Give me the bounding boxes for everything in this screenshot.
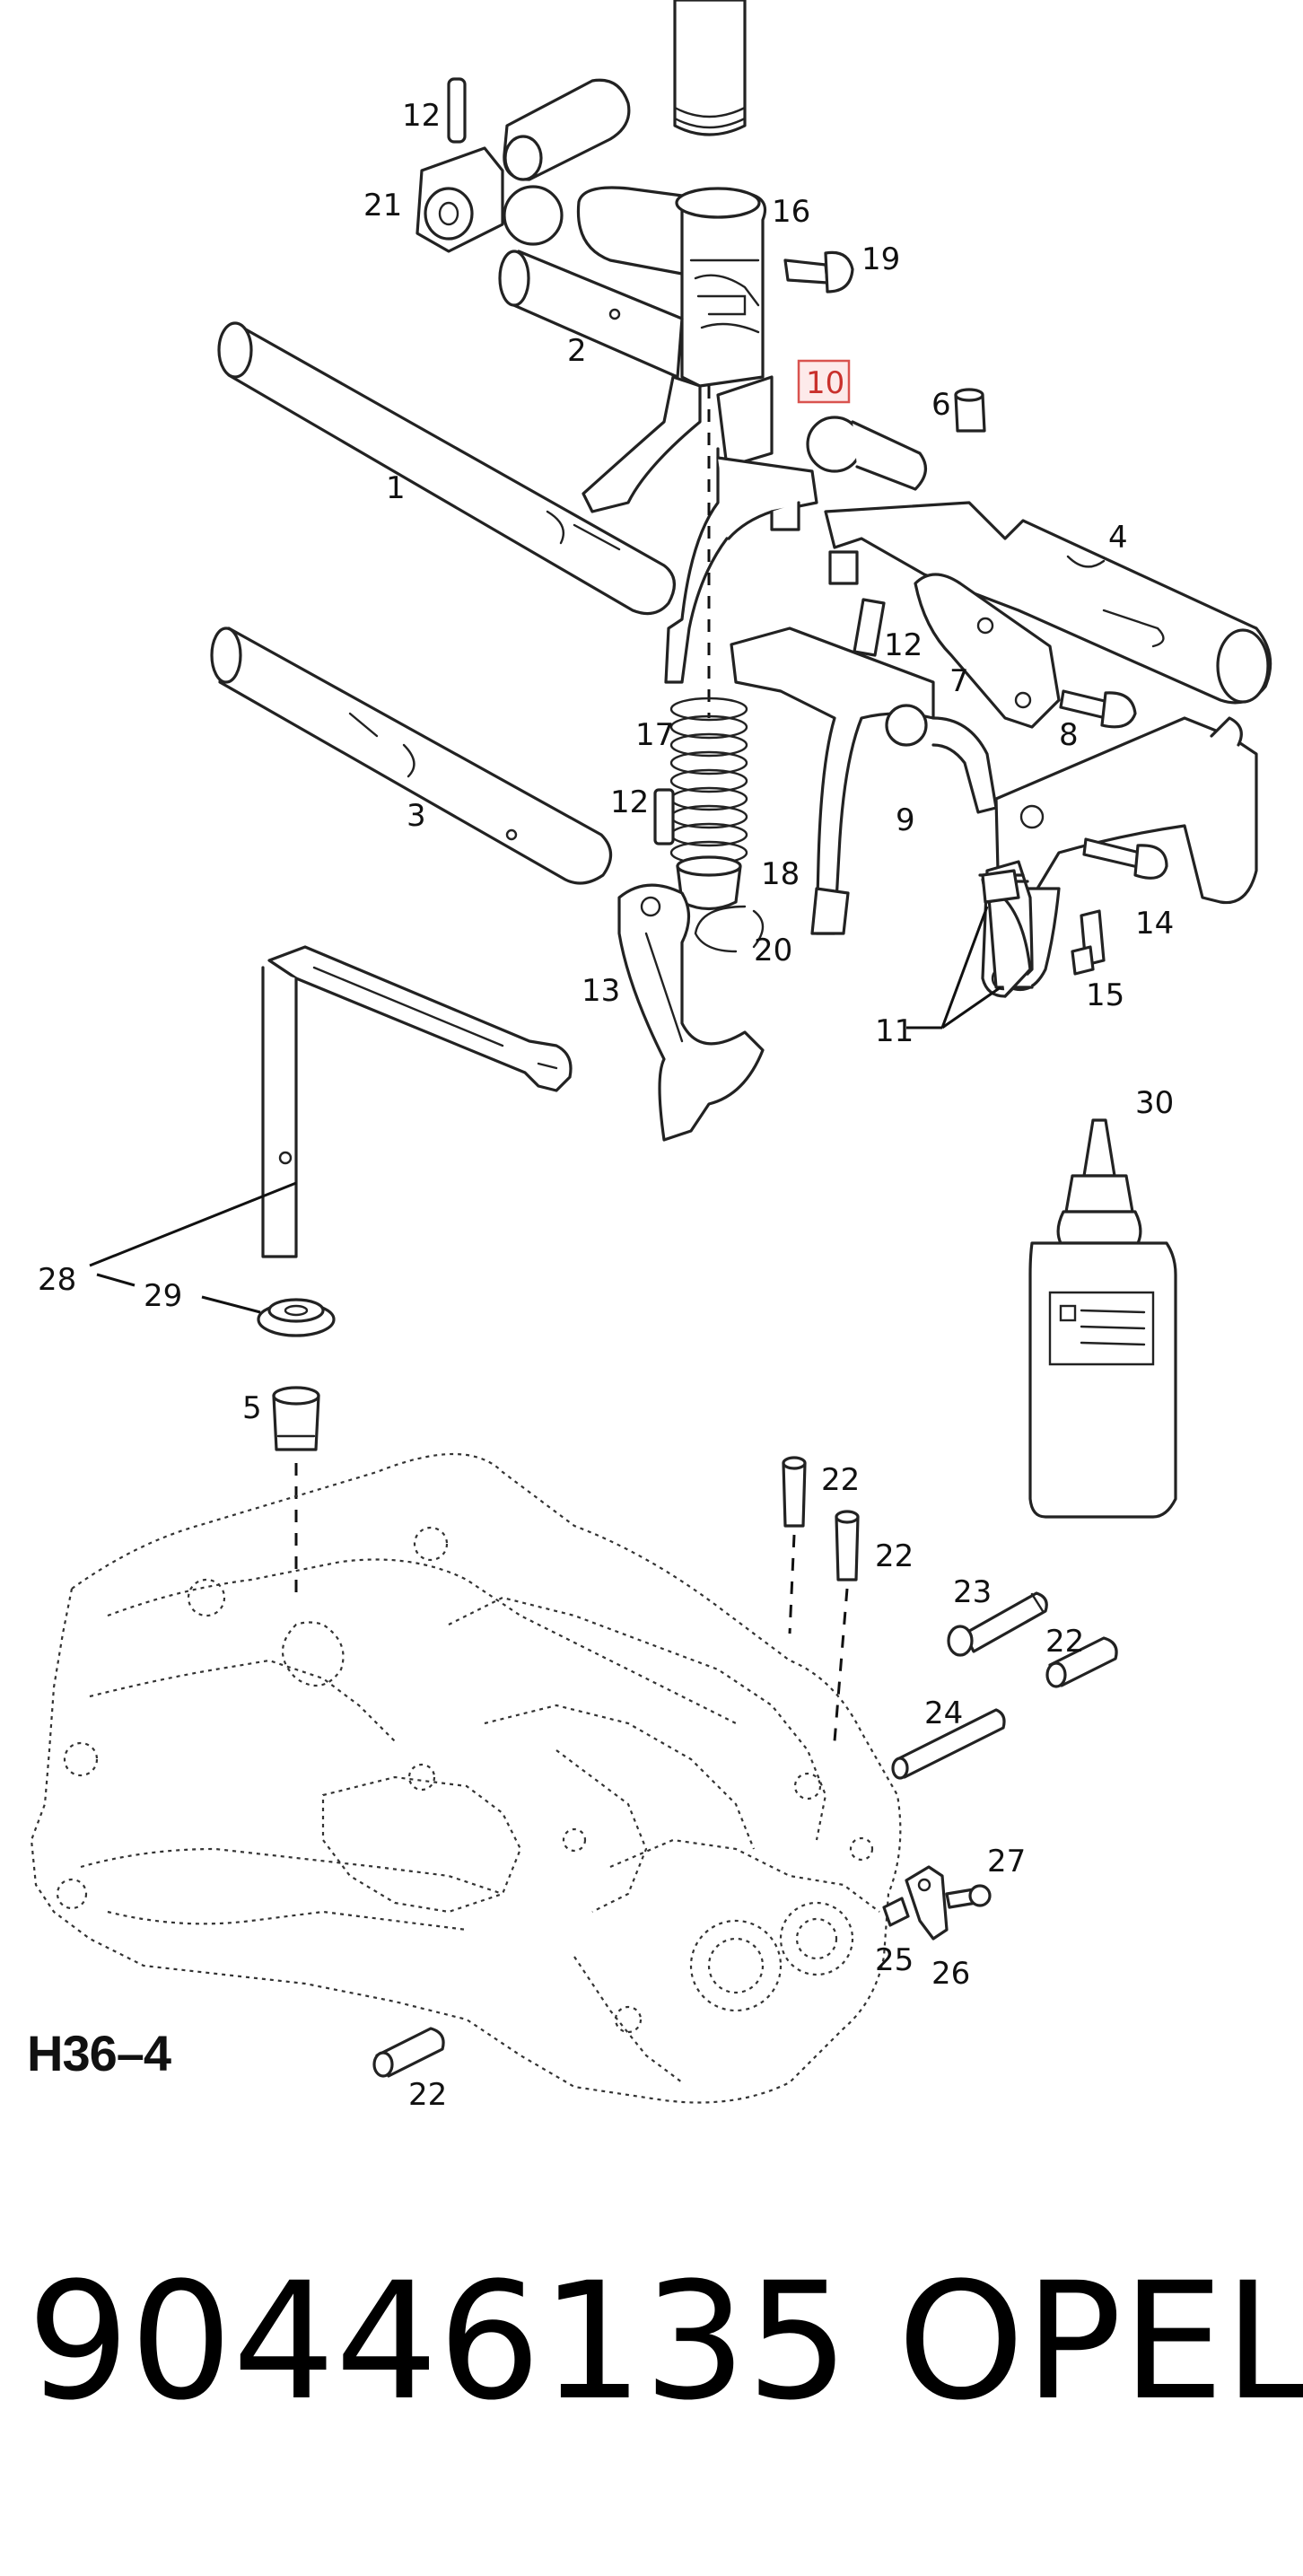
part-22-pin-c — [1045, 1636, 1118, 1688]
label-29: 29 — [144, 1278, 182, 1314]
part-21-selector-block — [415, 146, 564, 253]
part-22-pin-a — [782, 1456, 807, 1634]
part-2-rod — [498, 250, 684, 379]
label-30: 30 — [1135, 1085, 1174, 1121]
label-16: 16 — [772, 194, 810, 230]
part-24-long-pin — [891, 1708, 1006, 1780]
label-9: 9 — [896, 802, 915, 838]
label-21: 21 — [363, 188, 402, 223]
top-tube — [673, 0, 747, 136]
part-30-oil-bottle — [1028, 1118, 1177, 1519]
label-19: 19 — [861, 241, 900, 277]
leader-lines — [89, 906, 1001, 1314]
part-25-plug — [882, 1897, 910, 1927]
part-number: 90446135 — [27, 2248, 850, 2436]
label-10: 10 — [806, 365, 844, 401]
label-23: 23 — [953, 1574, 992, 1610]
label-12-top: 12 — [402, 98, 441, 134]
part-14-lever-assembly — [994, 716, 1258, 992]
label-5: 5 — [242, 1390, 262, 1426]
label-11: 11 — [875, 1013, 914, 1049]
label-22-a: 22 — [821, 1462, 860, 1498]
label-17: 17 — [635, 717, 674, 753]
part-10-shift-fork — [582, 375, 927, 718]
part-13-shift-fork — [617, 883, 765, 1142]
part-4-shift-rod-fork — [824, 501, 1272, 705]
label-18: 18 — [761, 856, 800, 892]
label-28: 28 — [38, 1262, 76, 1298]
part-labels: 1 2 3 4 5 6 7 8 9 11 12 12 12 13 14 15 1… — [38, 98, 1174, 2113]
transmission-housing — [30, 1453, 902, 2104]
label-3: 3 — [407, 798, 426, 834]
part-22-pin-d — [372, 2027, 445, 2078]
label-20: 20 — [754, 933, 792, 968]
part-19-bolt — [783, 250, 854, 294]
part-22-pin-b — [833, 1510, 860, 1742]
label-14: 14 — [1135, 906, 1174, 942]
part-5-cap — [272, 1386, 320, 1598]
part-12-pin-lower — [653, 788, 675, 846]
diagram-reference-code: H36–4 — [27, 2025, 171, 2081]
part-16-selector-finger — [576, 186, 767, 388]
part-12-pin-top — [447, 77, 467, 144]
label-6: 6 — [931, 387, 951, 423]
part-11-pin — [981, 869, 1020, 904]
part-6-sleeve — [954, 388, 986, 433]
label-27: 27 — [987, 1844, 1026, 1879]
label-24: 24 — [924, 1695, 963, 1731]
label-25: 25 — [875, 1942, 914, 1978]
label-26: 26 — [931, 1956, 970, 1992]
part-27-screw — [945, 1884, 992, 1909]
label-22-b: 22 — [875, 1538, 914, 1574]
part-7-bracket — [914, 573, 1061, 729]
part-28-detent-plate — [261, 945, 573, 1258]
label-15: 15 — [1086, 977, 1124, 1013]
label-2: 2 — [567, 333, 587, 369]
label-1: 1 — [386, 470, 406, 506]
part-1-shift-rod — [217, 321, 676, 616]
part-23-pin — [947, 1591, 1048, 1657]
brand-name: OPEL — [897, 2248, 1303, 2436]
rod-small-top — [503, 78, 631, 181]
part-29-seal — [257, 1298, 336, 1337]
part-8-bolt — [1059, 689, 1137, 729]
label-12-lower: 12 — [610, 784, 649, 820]
part-12-pin-middle — [853, 598, 886, 657]
label-7: 7 — [949, 663, 969, 699]
label-22-d: 22 — [408, 2077, 447, 2113]
part-3-shift-rod — [210, 626, 613, 885]
part-26-bracket — [905, 1865, 949, 1941]
label-10-highlight: 10 — [797, 359, 851, 404]
part-9-shift-fork — [730, 626, 998, 935]
part-20-circlip — [694, 905, 765, 953]
label-8: 8 — [1059, 717, 1079, 753]
part-17-spring — [669, 697, 748, 865]
label-22-c: 22 — [1045, 1624, 1084, 1660]
label-12-middle: 12 — [884, 627, 923, 663]
label-4: 4 — [1108, 520, 1128, 556]
label-13: 13 — [582, 973, 620, 1009]
part-15-slide — [1071, 909, 1106, 976]
